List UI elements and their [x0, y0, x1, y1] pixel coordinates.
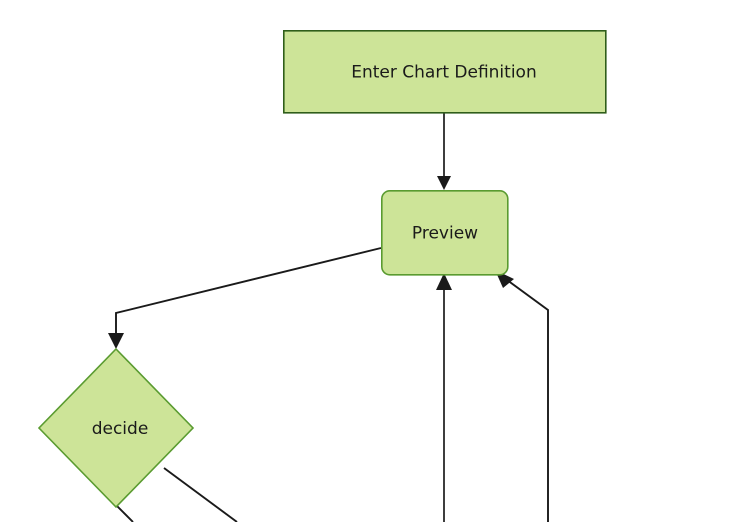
edge-enter-to-preview[interactable] — [437, 113, 451, 190]
node-enter-chart-definition[interactable]: Enter Chart Definition — [282, 29, 607, 114]
node-preview-shape — [380, 190, 509, 276]
arrow-head-down-into-preview — [437, 176, 451, 190]
arrow-head-up-into-preview-bottom — [436, 273, 452, 290]
edge-bottom-center-to-preview[interactable] — [436, 273, 452, 522]
edge-bottom-right-to-preview-line — [502, 276, 549, 522]
node-decide-shape — [37, 347, 195, 509]
edge-preview-to-decide-line — [115, 247, 382, 339]
edge-decide-out-right-line — [163, 467, 238, 522]
edge-decide-out-bottom-line — [115, 504, 134, 522]
node-enter-chart-definition-shape — [282, 29, 607, 114]
node-decide[interactable]: decide — [37, 347, 195, 509]
edge-decide-out-bottom[interactable] — [115, 504, 134, 522]
node-layer: Enter Chart Definition Preview decide — [37, 29, 607, 509]
edge-preview-to-decide[interactable] — [108, 247, 382, 349]
node-preview[interactable]: Preview — [380, 190, 509, 276]
edge-bottom-right-to-preview[interactable] — [495, 270, 549, 522]
edge-decide-out-right[interactable] — [163, 467, 238, 522]
arrow-head-down-into-decide — [108, 333, 124, 349]
edge-layer — [108, 113, 549, 522]
